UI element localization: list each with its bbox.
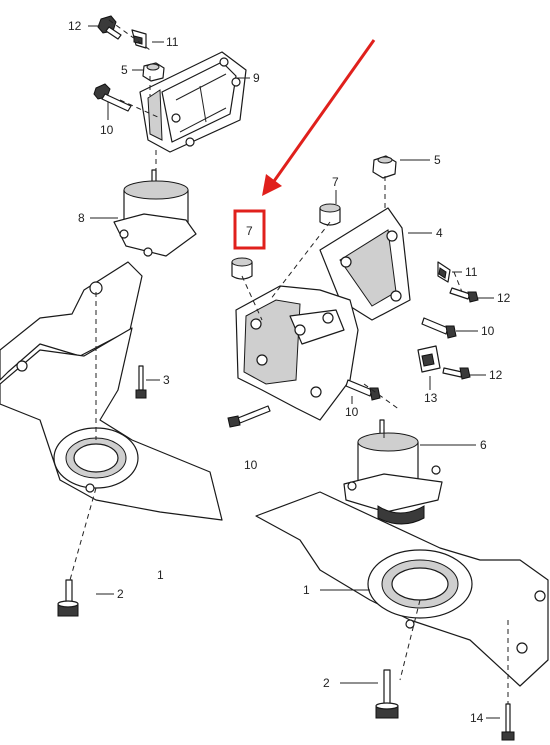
callout-10-lower: 10: [244, 458, 258, 472]
clip-11-left: [131, 29, 147, 49]
bracket-9: [139, 51, 247, 153]
bolt-12-right-top: [449, 287, 479, 303]
clip-13: [417, 345, 441, 373]
callout-14: 14: [470, 711, 484, 725]
callout-7-highlighted: 7: [246, 224, 253, 238]
callout-5-left: 5: [121, 63, 128, 77]
callout-9: 9: [253, 71, 260, 85]
callout-7-upper: 7: [332, 175, 339, 189]
callout-11-right: 11: [465, 265, 478, 279]
callout-1-right: 1: [303, 583, 310, 597]
callout-6: 6: [480, 438, 487, 452]
callout-12-left: 12: [68, 19, 82, 33]
callout-4: 4: [436, 226, 443, 240]
highlight-box: [233, 209, 266, 250]
bolt-10-center: [345, 379, 381, 401]
bolt-10-right: [421, 317, 457, 339]
nut-5-left: [142, 62, 165, 82]
callout-12-right-lower: 12: [489, 368, 503, 382]
bracket-4: [319, 207, 411, 321]
engine-mount-8: [113, 169, 197, 257]
callout-13: 13: [424, 391, 438, 405]
bushing-7-upper: [319, 203, 341, 226]
engine-bracket-casting: [235, 285, 359, 421]
bolt-3: [135, 365, 147, 399]
bolt-10-lower: [227, 405, 271, 428]
bolt-10-left: [93, 83, 132, 112]
callout-2-left: 2: [117, 587, 124, 601]
callout-2-right: 2: [323, 676, 330, 690]
callout-10-center: 10: [345, 405, 359, 419]
callout-10-right: 10: [481, 324, 495, 338]
bolt-14: [501, 703, 515, 741]
clip-11-right: [437, 261, 451, 283]
pointer-arrow: [262, 39, 376, 196]
callout-10-left: 10: [100, 123, 114, 137]
bolt-12-left: [97, 15, 122, 40]
callout-3: 3: [163, 373, 170, 387]
nut-5-right: [372, 155, 397, 179]
callout-12-right-top: 12: [497, 291, 511, 305]
engine-mount-6: [343, 419, 443, 525]
callout-5-right: 5: [434, 153, 441, 167]
callout-8: 8: [78, 211, 85, 225]
crossmember-1-left: [0, 261, 223, 521]
bolt-2-left: [57, 579, 79, 617]
crossmember-1-right: [255, 491, 549, 687]
callout-11-left: 11: [166, 35, 179, 49]
bolt-12-right-lower: [442, 367, 471, 380]
bolt-2-right: [375, 669, 399, 719]
bushing-7-lower: [231, 257, 253, 280]
callout-1-left: 1: [157, 568, 164, 582]
